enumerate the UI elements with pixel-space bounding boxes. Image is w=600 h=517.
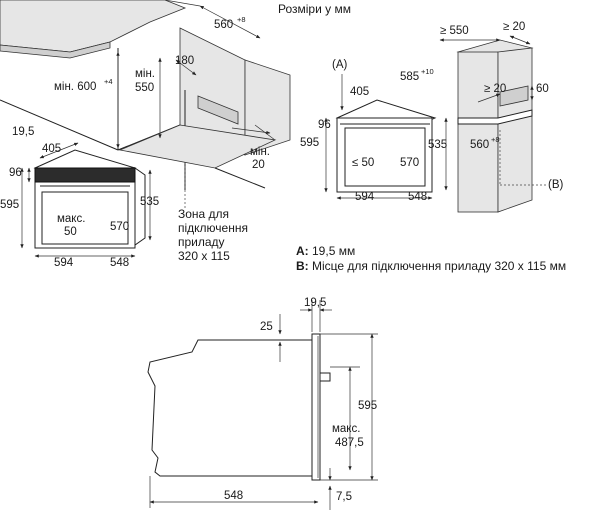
legend-b: B: Місце для підключення приладу 320 x 1… <box>296 259 566 273</box>
side-dim-25: 25 <box>260 321 273 333</box>
dim-oven-max-value: 50 <box>64 226 77 238</box>
dim-right-ge550: ≥ 550 <box>440 25 469 37</box>
dim-side-min-value: 20 <box>252 159 265 171</box>
legend-a-text: 19,5 мм <box>308 244 356 258</box>
dim-right-ge20-mid: ≥ 20 <box>484 83 506 95</box>
marker-a: (A) <box>332 59 348 71</box>
oven-door-window <box>41 191 129 245</box>
side-view-cabinet-outline <box>147 339 318 477</box>
dim-right-560: 560 <box>470 139 489 151</box>
oven-control-panel <box>34 167 136 183</box>
dim-right-le50: ≤ 50 <box>352 157 374 169</box>
dim-min-height-tol: +4 <box>104 77 113 86</box>
cabinet-side-right <box>497 47 533 213</box>
marker-b: (B) <box>548 179 564 191</box>
side-dim-max-label: макс. <box>332 423 360 435</box>
cabinet-vent <box>499 85 529 107</box>
legend-b-key: B: <box>296 259 309 273</box>
dim-right-595: 595 <box>300 137 319 149</box>
dim-right-560-tol: +8 <box>491 135 500 144</box>
dim-right-96: 96 <box>318 119 331 131</box>
dim-width-top: 560 <box>214 19 233 31</box>
zone-line-2: підключення <box>178 221 248 235</box>
side-dim-595: 595 <box>358 400 377 412</box>
dim-inner-min-label: мін. <box>135 68 155 80</box>
dim-right-570: 570 <box>400 157 419 169</box>
side-dim-548: 548 <box>224 490 243 502</box>
side-dim-19-5: 19,5 <box>304 297 326 309</box>
dim-oven-548: 548 <box>110 257 129 269</box>
cabinet-side-left <box>457 51 499 213</box>
dim-right-585: 585 <box>400 71 419 83</box>
zone-line-1: Зона для <box>178 207 229 221</box>
vent-opening <box>197 95 239 125</box>
side-dim-487-5: 487,5 <box>335 437 364 449</box>
legend-a-key: A: <box>296 244 309 258</box>
dim-oven-570: 570 <box>110 221 129 233</box>
dim-right-ge20-top: ≥ 20 <box>503 21 525 33</box>
legend-a: A: 19,5 мм <box>296 244 355 258</box>
dim-side-min-label: мін. <box>250 146 270 158</box>
page-title: Розміри у мм <box>278 2 351 16</box>
cabinet-top-board <box>0 0 187 53</box>
side-view-drawing: 19,5 25 595 макс. 487,5 548 7,5 <box>147 297 378 510</box>
zone-line-4: 320 x 115 <box>178 249 230 263</box>
dim-oven-594: 594 <box>54 257 74 269</box>
zone-line-3: приладу <box>178 235 225 249</box>
oven-right-door <box>344 127 426 187</box>
dim-right-594: 594 <box>355 191 375 203</box>
dim-oven-595: 595 <box>0 199 19 211</box>
side-dim-7-5: 7,5 <box>336 491 352 503</box>
dim-oven-535: 535 <box>140 196 159 208</box>
dim-vent-180: 180 <box>175 55 194 67</box>
cabinet-shelf <box>457 109 533 125</box>
dim-right-535: 535 <box>428 139 447 151</box>
side-view-handle <box>319 372 331 382</box>
dim-oven-19-5: 19,5 <box>12 126 34 138</box>
dim-inner-min-value: 550 <box>135 82 154 94</box>
dim-min-height: мін. 600 <box>54 81 96 93</box>
dim-oven-max-label: макс. <box>57 213 85 225</box>
dim-right-405: 405 <box>350 86 369 98</box>
legend-b-text: Місце для підключення приладу 320 x 115 … <box>308 259 567 273</box>
cabinet-top-edge <box>0 41 111 59</box>
tall-cabinet-drawing: (A) 405 96 595 ≤ 50 570 535 594 548 585 … <box>300 21 564 213</box>
dim-right-60: 60 <box>536 83 549 95</box>
dim-width-top-tol: +8 <box>237 15 246 24</box>
oven-front-left: 19,5 405 96 595 макс. 50 570 535 594 548 <box>0 126 159 269</box>
dim-right-548: 548 <box>408 191 427 203</box>
side-view-front-panel <box>311 333 321 481</box>
dim-oven-96: 96 <box>9 167 22 179</box>
dim-right-585-tol: +10 <box>421 67 434 76</box>
niche-installation-drawing: 560 +8 мін. 600 +4 мін. 550 180 мін. 20 … <box>0 0 291 263</box>
